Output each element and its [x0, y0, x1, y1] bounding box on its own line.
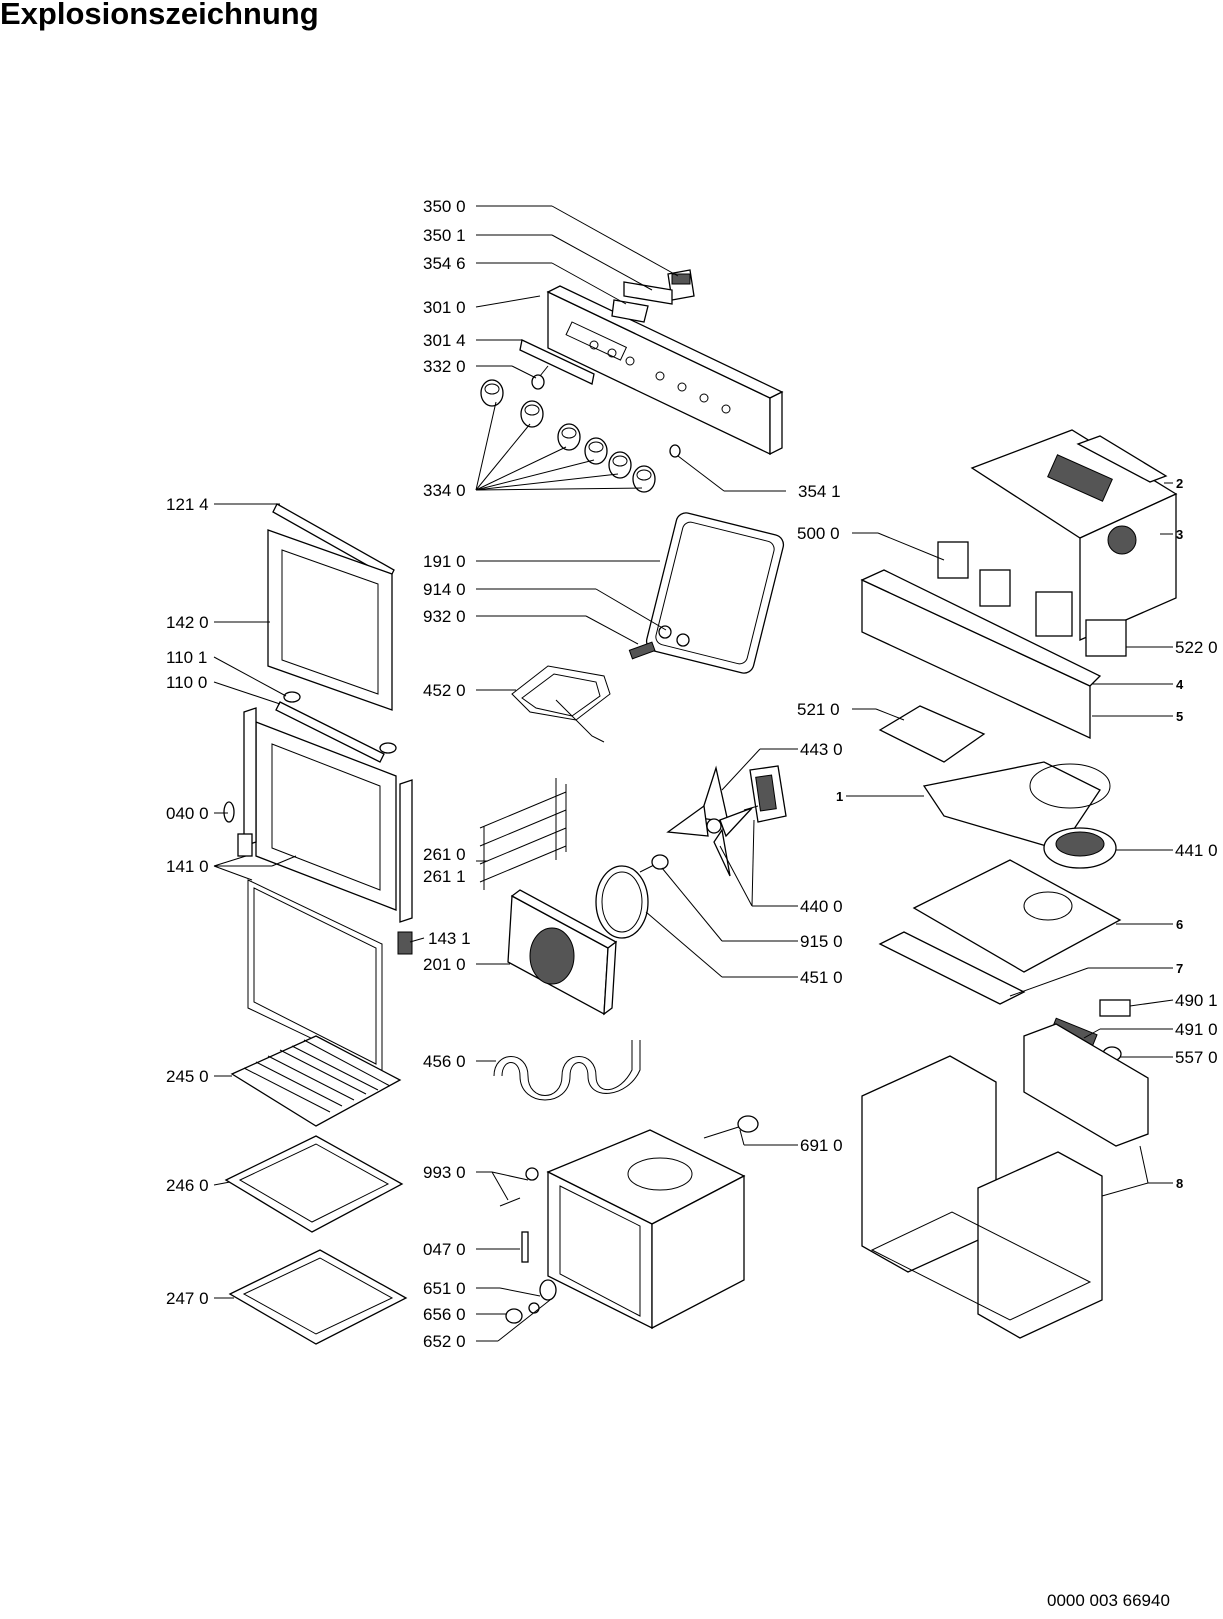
label-915-0: 915 0 — [800, 932, 843, 951]
label-490-1: 490 1 — [1175, 991, 1218, 1010]
leader-lines — [213, 205, 1174, 1342]
label-110-1: 110 1 — [166, 648, 207, 667]
knobs-part — [480, 379, 656, 493]
label-301-4: 301 4 — [423, 331, 466, 350]
label-141-0: 141 0 — [166, 857, 209, 876]
label-245-0: 245 0 — [166, 1067, 209, 1086]
label-332-0: 332 0 — [423, 357, 466, 376]
label-7: 7 — [1176, 961, 1183, 976]
label-452-0: 452 0 — [423, 681, 466, 700]
page-title: Explosionszeichnung — [0, 0, 319, 31]
baking-tray-part — [224, 1135, 404, 1233]
front-frame-part — [860, 541, 1127, 740]
label-047-0: 047 0 — [423, 1240, 466, 1259]
label-993-0: 993 0 — [423, 1163, 466, 1182]
fan-wheel-part — [666, 765, 753, 877]
shelf-supports-part — [479, 778, 567, 890]
label-557-0: 557 0 — [1175, 1048, 1218, 1067]
label-143-1: 143 1 — [428, 929, 471, 948]
door-outer-glass-part — [267, 529, 393, 711]
label-142-0: 142 0 — [166, 613, 209, 632]
label-350-1: 350 1 — [423, 226, 466, 245]
grill-element-part — [511, 665, 611, 743]
temperature-sensor-part — [703, 1115, 759, 1139]
label-301-0: 301 0 — [423, 298, 466, 317]
hinge-part — [223, 801, 235, 823]
fan-cover-part — [507, 889, 618, 1016]
label-6: 6 — [1176, 917, 1183, 932]
label-350-0: 350 0 — [423, 197, 466, 216]
clock-module-part — [611, 269, 695, 323]
grill-rack-part — [230, 1035, 402, 1127]
label-354-1: 354 1 — [798, 482, 841, 501]
label-651-0: 651 0 — [423, 1279, 466, 1298]
label-441-0: 441 0 — [1175, 841, 1218, 860]
label-110-0: 110 0 — [166, 673, 207, 692]
label-914-0: 914 0 — [423, 580, 466, 599]
label-932-0: 932 0 — [423, 607, 466, 626]
label-522-0: 522 0 — [1175, 638, 1218, 657]
label-652-0: 652 0 — [423, 1332, 466, 1351]
label-121-4: 121 4 — [166, 495, 209, 514]
label-8: 8 — [1176, 1176, 1183, 1191]
part-labels: 350 0 350 1 354 6 301 0 301 4 332 0 334 … — [166, 197, 1218, 1351]
label-4: 4 — [1176, 677, 1184, 692]
label-040-0: 040 0 — [166, 804, 209, 823]
label-656-0: 656 0 — [423, 1305, 466, 1324]
top-cover-part — [970, 429, 1178, 641]
label-246-0: 246 0 — [166, 1176, 209, 1195]
fan-motor-part — [743, 765, 787, 823]
indicator-light-part — [669, 444, 681, 458]
latch-part — [521, 1231, 529, 1263]
fan-housing-part — [922, 761, 1111, 851]
label-3: 3 — [1176, 527, 1183, 542]
label-261-1: 261 1 — [423, 867, 466, 886]
label-201-0: 201 0 — [423, 955, 466, 974]
label-191-0: 191 0 — [423, 552, 466, 571]
label-451-0: 451 0 — [800, 968, 843, 987]
document-number: 0000 003 66940 — [1047, 1591, 1170, 1610]
cooling-fan-part — [1043, 827, 1117, 869]
label-247-0: 247 0 — [166, 1289, 209, 1308]
door-inner-frame-part — [237, 707, 413, 955]
label-354-6: 354 6 — [423, 254, 466, 273]
label-521-0: 521 0 — [797, 700, 840, 719]
label-5: 5 — [1176, 709, 1183, 724]
back-panel-part — [1023, 1023, 1149, 1147]
label-443-0: 443 0 — [800, 740, 843, 759]
screws-part — [499, 1167, 539, 1207]
lamp-parts — [628, 625, 690, 660]
label-691-0: 691 0 — [800, 1136, 843, 1155]
oven-cavity-part — [546, 1129, 746, 1330]
label-2: 2 — [1176, 476, 1183, 491]
control-panel-part — [546, 285, 784, 456]
fan-nut-part — [651, 854, 669, 870]
oven-door-gasket-part — [645, 512, 785, 674]
label-500-0: 500 0 — [797, 524, 840, 543]
ring-heater-part — [595, 861, 661, 939]
label-491-0: 491 0 — [1175, 1020, 1218, 1039]
cover-plate-part — [912, 859, 1122, 973]
insulation-strip-part — [878, 931, 1026, 1005]
label-440-0: 440 0 — [800, 897, 843, 916]
deep-tray-part — [228, 1249, 408, 1345]
label-334-0: 334 0 — [423, 481, 466, 500]
label-456-0: 456 0 — [423, 1052, 466, 1071]
panel-strip-part — [519, 339, 595, 385]
label-1: 1 — [836, 789, 843, 804]
label-261-0: 261 0 — [423, 845, 466, 864]
door-handle-part — [275, 691, 397, 763]
electronic-board-part — [878, 705, 986, 763]
switch-part — [531, 365, 549, 390]
lamp-assembly-part — [505, 1279, 557, 1324]
lower-heater-part — [493, 1040, 641, 1101]
outer-housing-part — [861, 1055, 1103, 1339]
